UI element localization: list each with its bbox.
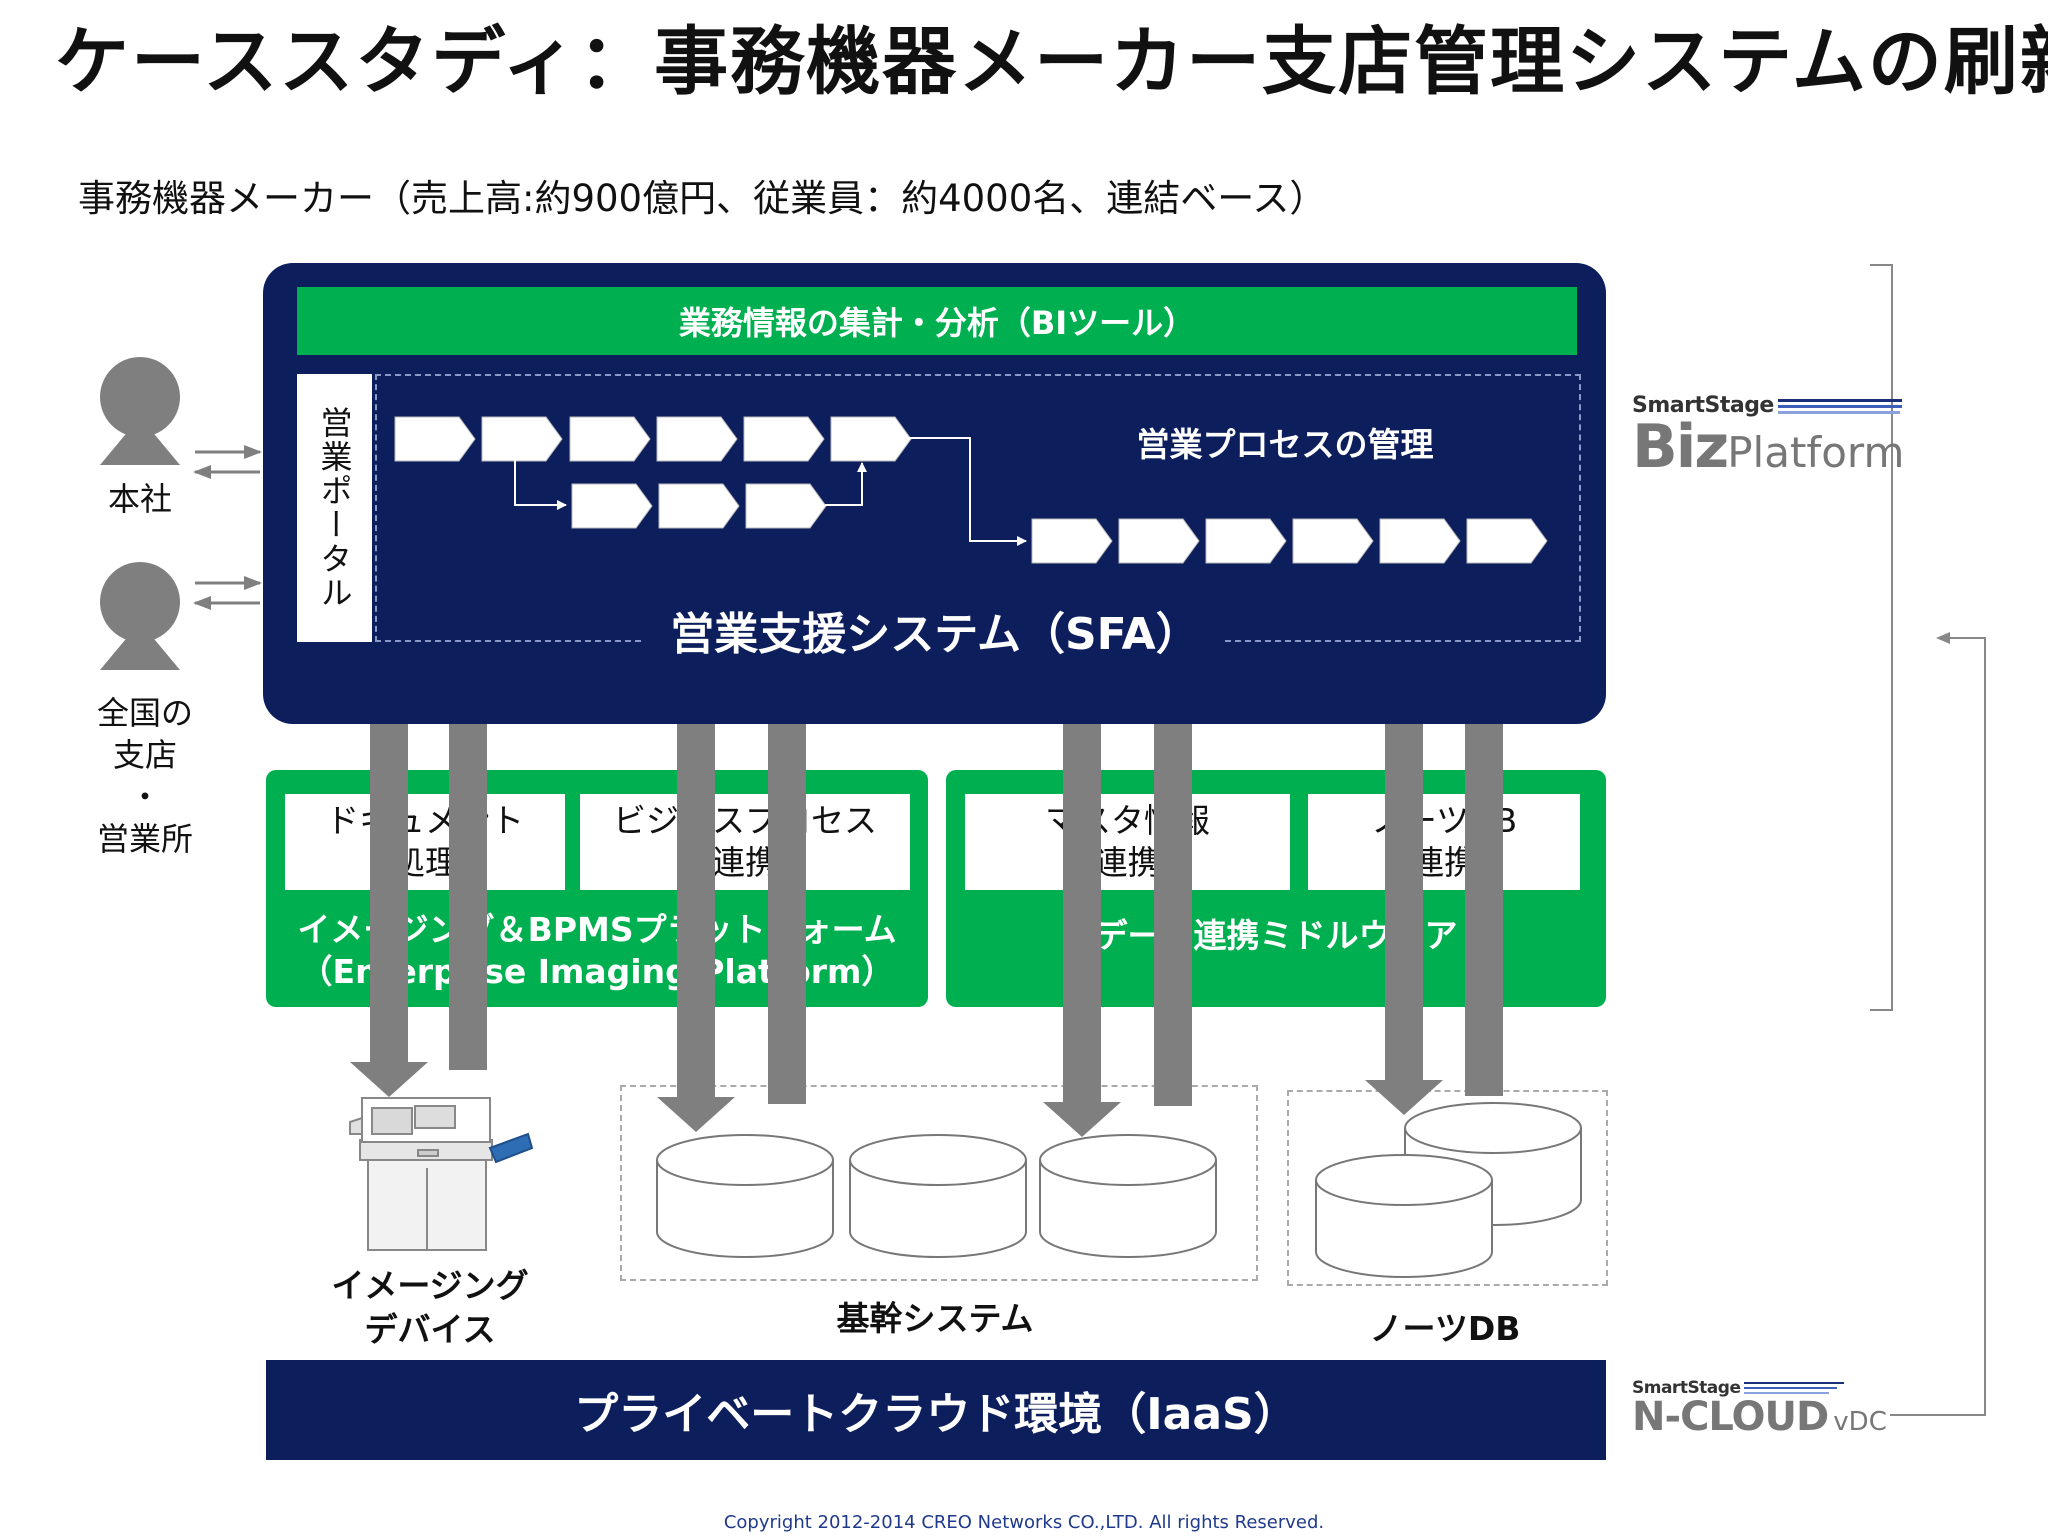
notes-down-link xyxy=(1385,724,1423,1082)
notes-db-arrowhead xyxy=(1365,1080,1443,1115)
page-title: ケーススタディ：事務機器メーカー支店管理システムの刷新 xyxy=(55,19,2048,105)
master-data-down-link xyxy=(1063,724,1101,1104)
process-step-chevron xyxy=(1031,518,1113,564)
bizplatform-logo-platform: Platform xyxy=(1727,428,1905,477)
merge-connector-line xyxy=(825,462,867,506)
ncloud-logo-smartstage: SmartStage xyxy=(1632,1378,1741,1398)
branch-office-label: 全国の 支店 ・ 営業所 xyxy=(96,694,193,858)
core-system-database-1 xyxy=(656,1134,834,1258)
ncloud-logo-name: N-CLOUD xyxy=(1632,1394,1829,1440)
ncloud-connector-line xyxy=(1890,637,1986,1416)
bizplatform-bracket xyxy=(1870,264,1893,1011)
process-step-chevron xyxy=(656,416,738,462)
process-step-chevron xyxy=(1379,518,1461,564)
core-system-group xyxy=(620,1085,1258,1281)
sfa-system-label: 営業支援システム（SFA） xyxy=(645,598,1225,662)
branch-person-icon xyxy=(100,562,180,670)
smartstage-ncloud-logo: SmartStage N-CLOUD vDC xyxy=(1632,1378,1902,1440)
process-step-chevron xyxy=(658,483,740,529)
core-system-database-2 xyxy=(849,1134,1027,1258)
process-step-chevron xyxy=(569,416,651,462)
headquarters-label: 本社 xyxy=(107,480,172,518)
sales-process-label: 営業プロセスの管理 xyxy=(1136,425,1434,464)
document-processing-box: ドキュメント 処理 xyxy=(285,794,565,890)
bpm-up-link xyxy=(768,724,806,1104)
bizplatform-logo-stripes xyxy=(1777,398,1902,414)
smartstage-bizplatform-logo: SmartStage BizPlatform xyxy=(1632,393,1905,482)
doc-processing-down-link xyxy=(370,724,408,1064)
copyright-notice: Copyright 2012-2014 CREO Networks CO.,LT… xyxy=(723,1512,1325,1533)
branch-connector-line xyxy=(514,460,567,510)
bizplatform-logo-biz: Biz xyxy=(1632,412,1729,482)
sales-portal: 営業ポータル xyxy=(297,374,372,642)
core-system-arrowhead-2 xyxy=(1043,1102,1121,1137)
process-step-chevron xyxy=(571,483,653,529)
process-step-chevron xyxy=(743,416,825,462)
multifunction-printer-icon xyxy=(349,1097,534,1251)
master-data-up-link xyxy=(1154,724,1192,1106)
bi-tool-bar: 業務情報の集計・分析（BIツール） xyxy=(297,287,1577,355)
imaging-device-label: イメージング デバイス xyxy=(331,1266,529,1349)
bizplatform-logo-smartstage: SmartStage xyxy=(1632,393,1774,418)
process-step-chevron xyxy=(394,416,476,462)
process-step-chevron xyxy=(1466,518,1548,564)
notes-db-label: ノーツDB xyxy=(1369,1309,1521,1348)
ncloud-logo-vdc: vDC xyxy=(1833,1407,1887,1437)
notes-db-group xyxy=(1287,1090,1608,1286)
headquarters-person-icon xyxy=(100,357,180,465)
process-step-chevron xyxy=(745,483,827,529)
bpm-down-link xyxy=(677,724,715,1099)
process-step-chevron xyxy=(830,416,912,462)
continue-connector-line xyxy=(908,437,1027,546)
process-step-chevron xyxy=(1118,518,1200,564)
core-system-arrowhead-1 xyxy=(657,1097,735,1132)
process-step-chevron xyxy=(1205,518,1287,564)
core-system-database-3 xyxy=(1039,1134,1217,1258)
ncloud-logo-stripes xyxy=(1744,1382,1845,1394)
master-data-integration-box: マスタ情報 連携 xyxy=(965,794,1290,890)
sales-portal-label: 営業ポータル xyxy=(315,406,354,610)
notes-database-front xyxy=(1315,1154,1493,1278)
ncloud-connector-arrowhead xyxy=(1936,632,1950,644)
printer-arrowhead xyxy=(350,1062,428,1097)
company-description: 事務機器メーカー（売上高:約900億円、従業員：約4000名、連結ベース） xyxy=(78,177,1327,220)
business-process-integration-box: ビジネスプロセス 連携 xyxy=(580,794,910,890)
notes-up-link xyxy=(1465,724,1503,1096)
process-step-chevron xyxy=(1292,518,1374,564)
core-system-label: 基幹システム xyxy=(836,1299,1034,1338)
private-cloud-iaas-bar: プライベートクラウド環境（IaaS） xyxy=(266,1360,1606,1460)
doc-processing-up-link xyxy=(449,724,487,1070)
process-step-chevron xyxy=(481,416,563,462)
